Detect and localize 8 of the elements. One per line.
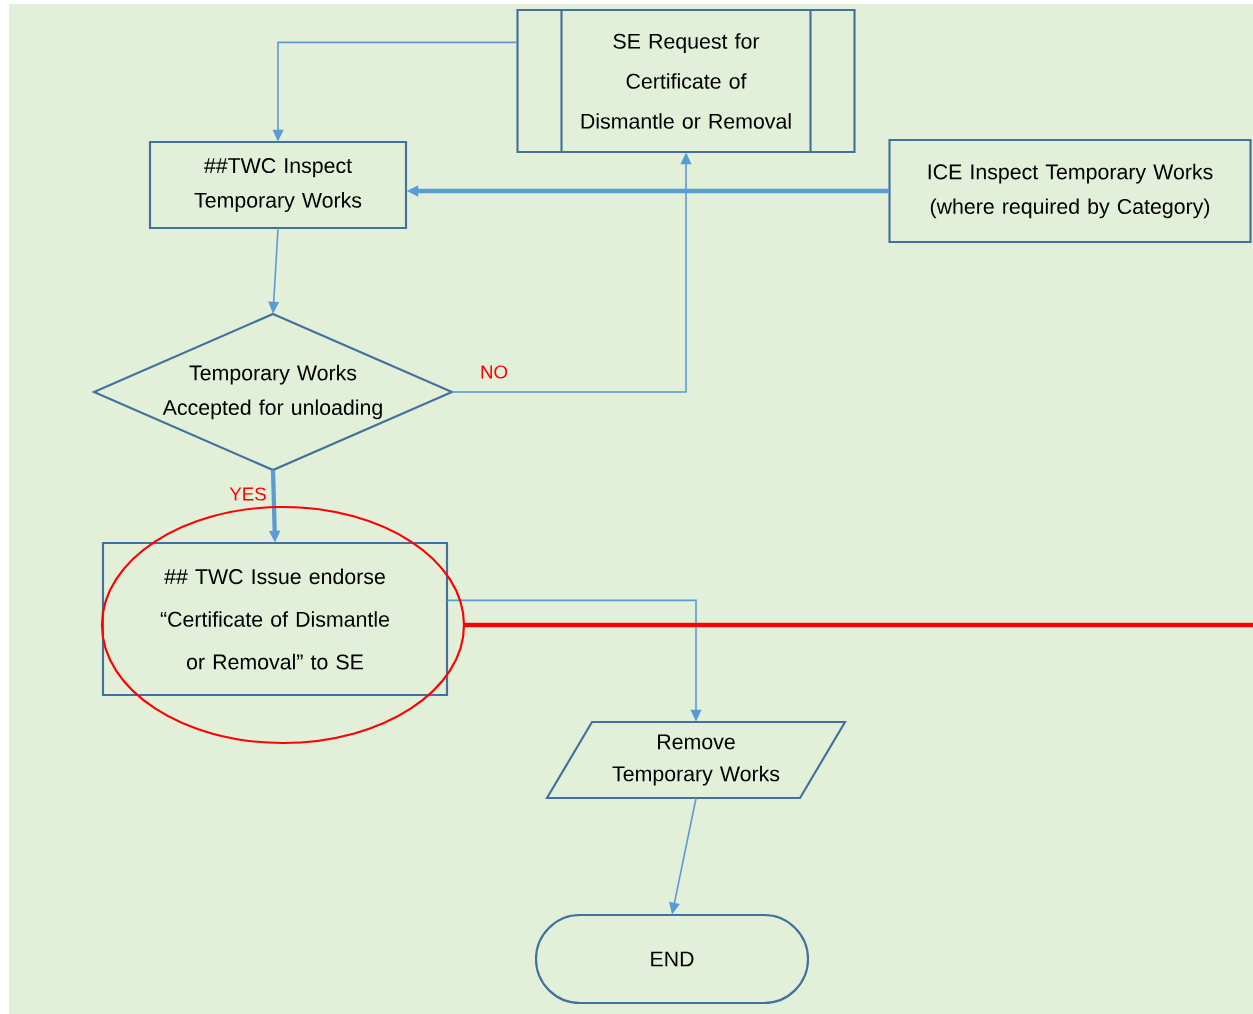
predefined-process-box: SE Request for Certificate of Dismantle or Removal: [516, 8, 856, 154]
process-box: ICE Inspect Temporary Works (where required by Category): [888, 138, 1252, 244]
process-box: ##TWC Inspect Temporary Works: [148, 140, 408, 230]
process-box: ## TWC Issue endorse “Certificate of Dismantle or Removal” to SE: [101, 541, 449, 697]
edge-label: NO: [481, 365, 508, 379]
terminator: END: [534, 913, 810, 1005]
input-output-box: Remove Temporary Works: [545, 720, 847, 800]
edge-label: YES: [229, 487, 266, 501]
